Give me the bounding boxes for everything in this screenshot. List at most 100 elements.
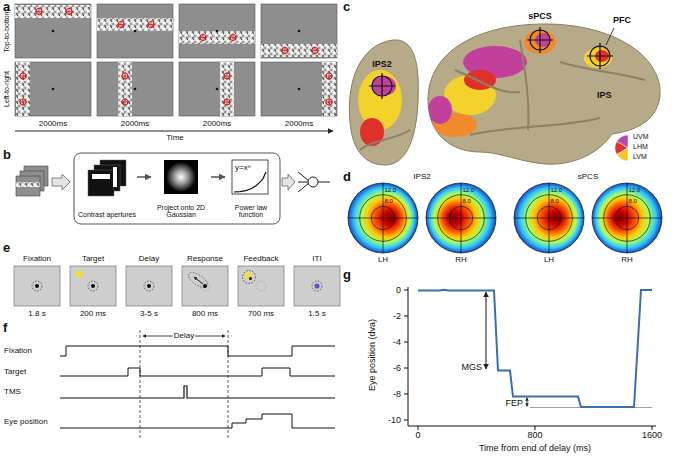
trial-screen: Fixation1.8 s [14, 266, 60, 306]
trial-screens [147, 284, 151, 288]
hemisphere-label: LH [544, 255, 554, 264]
trial-screens [14, 266, 340, 306]
duration-label: 2000ms [285, 119, 313, 128]
model-pipeline-art [16, 176, 40, 196]
eccentricity-label: 12.0 [551, 187, 563, 193]
measure-label: FEP [505, 398, 523, 408]
model-pipeline-art [166, 162, 196, 192]
timing-traces [60, 414, 335, 428]
model-pipeline-art [308, 177, 318, 187]
eye-trace-plot [404, 287, 656, 430]
trial-screens [76, 271, 83, 278]
polar-plots [426, 183, 496, 253]
formula-label: y=xⁿ [235, 163, 251, 172]
stimulus-screens-top [179, 4, 255, 58]
trial-screens [70, 266, 116, 306]
trial-screens [35, 284, 39, 288]
stimulus-screens-top [298, 30, 301, 33]
stimulus-screens-bottom [19, 98, 27, 106]
roi-crosshairs [606, 28, 614, 45]
tick-label: 800 [527, 430, 542, 440]
timing-traces [60, 346, 335, 356]
stimulus-screens-top [15, 4, 337, 58]
trial-screen: Target200 ms [70, 266, 116, 306]
row-label: Top-to-bottom [3, 9, 11, 52]
stimulus-screens-bottom [325, 98, 333, 106]
region-label: PFC [612, 15, 632, 25]
flow-arrow [137, 176, 151, 178]
measure-label: MGS [461, 362, 482, 372]
eccentricity-label: 12.0 [385, 187, 397, 193]
panel-letter: g [343, 268, 351, 283]
trial-screens [256, 281, 266, 291]
model-pipeline-art [232, 160, 268, 194]
stimulus-screens-bottom [97, 62, 173, 116]
duration-label: 2000ms [121, 119, 149, 128]
trial-screens [238, 266, 284, 306]
brain-medial [349, 40, 418, 165]
tick-label: -10 [388, 415, 401, 425]
stimulus-screens-bottom [216, 88, 219, 91]
polar-plots [348, 183, 418, 253]
trial-screens [32, 281, 42, 291]
stimulus-screens-top [15, 4, 91, 58]
trial-screens [88, 281, 98, 291]
hemisphere-label: RH [455, 255, 467, 264]
timing-traces [60, 386, 335, 398]
polar-plots [514, 183, 584, 253]
duration-label: 1.5 s [308, 309, 325, 318]
panel-letter: c [343, 0, 350, 15]
stimulus-screens-bottom [179, 62, 255, 116]
eccentricity-label: 8.0 [551, 198, 559, 204]
trial-screens [70, 266, 116, 306]
row-label: Left-to-right [3, 71, 11, 107]
trial-screens [312, 281, 322, 291]
stimulus-screens-top [261, 4, 337, 58]
roi-crosshairs [369, 27, 614, 99]
stimulus-screens-bottom [97, 62, 173, 116]
stimulus-screens-top [15, 5, 91, 18]
polar-plots [514, 183, 584, 253]
trial-screens [203, 284, 207, 288]
stimulus-screens-top [311, 47, 319, 55]
stimulus-screens-bottom [134, 88, 137, 91]
model-pipeline-art [234, 172, 266, 192]
stimulus-screens-bottom [322, 62, 336, 116]
screen-heading: ITI [312, 254, 321, 263]
stimulus-screens-bottom [15, 62, 91, 116]
model-pipeline-art [113, 167, 117, 187]
eccentricity-label: 8.0 [385, 198, 393, 204]
stimulus-screens-bottom [261, 62, 337, 116]
stimulus-screens-top [147, 21, 155, 29]
polar-plots [592, 183, 662, 253]
eye-trace-plot [418, 290, 652, 407]
model-stage: y=xⁿPower law function [226, 157, 276, 221]
trial-screens [14, 266, 60, 306]
region-label: IPS [596, 90, 613, 100]
model-stage: Contrast apertures [78, 157, 136, 221]
trial-screens [314, 283, 319, 288]
stimulus-screens-top [261, 4, 337, 58]
trial-screens [238, 266, 284, 306]
legend-label: LHM [633, 143, 648, 151]
duration-label: 700 ms [248, 309, 274, 318]
trial-screens [91, 284, 95, 288]
trial-screens [182, 266, 228, 306]
axis-label: Time [165, 133, 184, 142]
plot-title: IPS2 [413, 172, 430, 181]
duration-label: 1.8 s [28, 309, 45, 318]
hemisphere-label: LH [378, 255, 388, 264]
model-pipeline-art [298, 172, 330, 192]
stimulus-screens-top [65, 8, 73, 16]
brain-lateral [455, 70, 520, 92]
row-label: Eye position [4, 417, 48, 426]
stimulus-screens-top [199, 34, 207, 42]
duration-label: 2000ms [203, 119, 231, 128]
stimulus-screens-top [35, 8, 43, 16]
trial-screen: Response800 ms [182, 266, 228, 306]
brain-medial [360, 130, 410, 150]
model-pipeline-art [282, 174, 295, 190]
stimulus-screens-bottom [223, 72, 231, 80]
